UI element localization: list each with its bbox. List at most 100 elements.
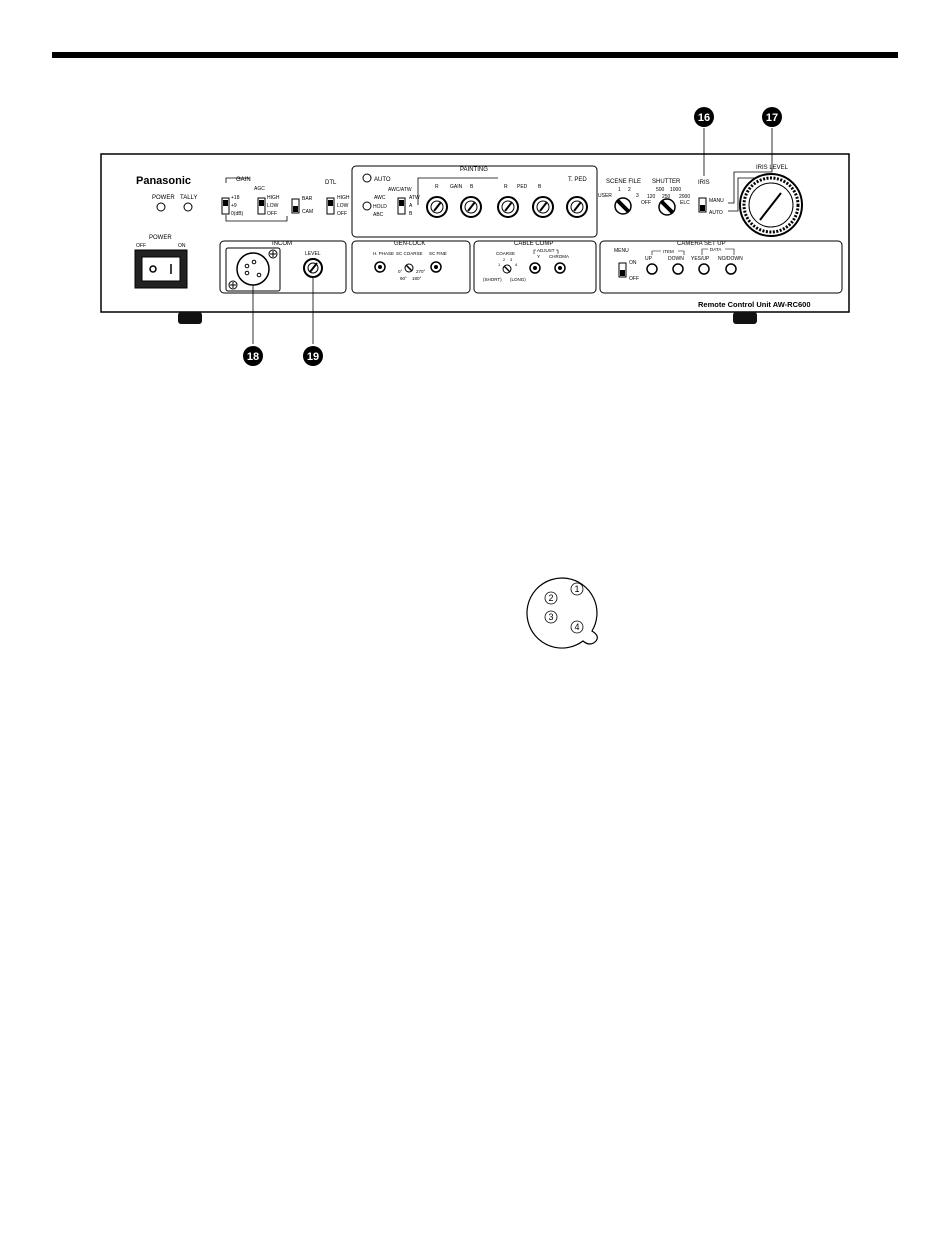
item-bracket [651,250,685,255]
dtl-label: DTL [325,180,337,186]
iris-switch-knob [700,205,705,211]
genlock-label: GEN-LOCK [394,241,425,247]
shutter-selector[interactable] [658,198,676,216]
sc-90-label: 90° [400,276,407,281]
tally-led-label: TALLY [180,195,197,201]
awc-atw-switch-knob [399,200,404,206]
item-down-button[interactable] [672,263,684,275]
auto-button[interactable] [362,173,372,183]
data-bracket [701,248,735,255]
no-down-button[interactable] [725,263,737,275]
dtl-low-label: LOW [337,203,349,209]
shutter-250-label: 250 [662,194,671,200]
agc-switch-knob [259,200,264,206]
power-switch-rocker[interactable] [141,256,181,282]
power-on-label: ON [178,243,186,249]
no-down-label: NO/DOWN [718,256,743,262]
incom-pin-diagram: 1 2 3 4 [526,577,598,649]
coarse-4-label: 4 [515,262,518,267]
bar-label: BAR [302,196,313,202]
r-gain-knob[interactable] [426,196,448,218]
coarse-label: COARSE [496,251,515,256]
dtl-off-label: OFF [337,211,347,217]
incom-level-knob[interactable] [303,258,323,278]
short-label: (SHORT) [483,277,502,282]
model-label: Remote Control Unit AW-RC600 [698,300,811,309]
cable-comp-label: CABLE COMP [514,241,553,247]
awc-hold-button[interactable] [362,201,372,211]
r-ped-knob[interactable] [497,196,519,218]
sc-fine-trimmer[interactable] [430,261,442,273]
ped-r-label: R [504,184,508,190]
agc-off-label: OFF [267,211,277,217]
adjust-bracket [533,249,559,254]
adjust-chroma-trimmer[interactable] [554,262,566,274]
coarse-selector[interactable] [502,264,512,274]
gain-agc-bracket [225,215,288,222]
callout-19: 19 [303,346,323,366]
incom-level-label: LEVEL [305,251,321,257]
iris-manu-label: MANU [709,198,724,204]
scene-user-label: USER [598,193,612,199]
adjust-chroma-label: CHROMA [549,254,569,259]
a-label: A [409,203,413,209]
adjust-y-trimmer[interactable] [529,262,541,274]
sc-fine-label: SC FINE [429,251,447,256]
shutter-2000-label: 2000 [679,194,690,200]
power-led [156,202,166,212]
pin-4-label: 4 [574,622,579,632]
power-off-symbol [149,265,157,273]
sc-coarse-label: SC COARSE [396,251,423,256]
dtl-switch-knob [328,200,333,206]
sc-coarse-selector[interactable] [404,263,414,273]
awc-atw-label: AWC/ATW [388,187,412,193]
adjust-y-label: Y [537,254,540,259]
adjust-label: ADJUST [537,248,555,253]
awc-label: AWC [374,195,386,201]
tped-knob[interactable] [566,196,588,218]
sc-0-label: 0° [398,269,403,274]
painting-bracket [417,177,498,205]
incom-pin [251,259,257,265]
pin-1-label: 1 [574,584,579,594]
gain-label: GAIN [236,177,251,183]
auto-label: AUTO [374,177,391,183]
b-ped-knob[interactable] [532,196,554,218]
data-label: DATA [710,247,721,252]
callout-16: 16 [694,107,714,127]
pin-3-label: 3 [548,612,553,622]
iris-label: IRIS [698,180,710,186]
scene-1-label: 1 [618,187,621,193]
incom-screw-slot [270,251,276,257]
pin-2-label: 2 [548,593,553,603]
item-up-button[interactable] [646,263,658,275]
yes-up-label: YES/UP [691,256,710,262]
coarse-3-label: 3 [510,257,513,262]
gain-agc-label: AGC [254,186,265,192]
hold-label: HOLD [373,204,387,210]
iris-level-knob[interactable] [739,173,803,237]
menu-off-label: OFF [629,276,639,282]
incom-pin [256,272,262,278]
painting-ped-label: PED [517,184,528,190]
shutter-elc-label: ELC [680,200,690,206]
callout-16-number: 16 [698,112,710,124]
incom-connector[interactable] [236,252,270,286]
header-rule [52,52,898,58]
gain-switch-knob [223,200,228,206]
callout-17-number: 17 [766,112,778,124]
hphase-trimmer[interactable] [374,261,386,273]
painting-label: PAINTING [460,167,488,173]
b-gain-knob[interactable] [460,196,482,218]
long-label: (LONG) [510,277,526,282]
incom-pin [244,263,250,269]
iris-level-label: IRIS LEVEL [756,165,789,171]
yes-up-button[interactable] [698,263,710,275]
camera-setup-label: CAMERA SET UP [677,241,726,247]
abc-label: ABC [373,212,384,218]
gain-9-label: +9 [231,203,237,209]
painting-section [351,165,598,238]
power-off-label: OFF [136,243,146,249]
scene-file-selector[interactable] [614,197,632,215]
b-label: B [409,211,413,217]
